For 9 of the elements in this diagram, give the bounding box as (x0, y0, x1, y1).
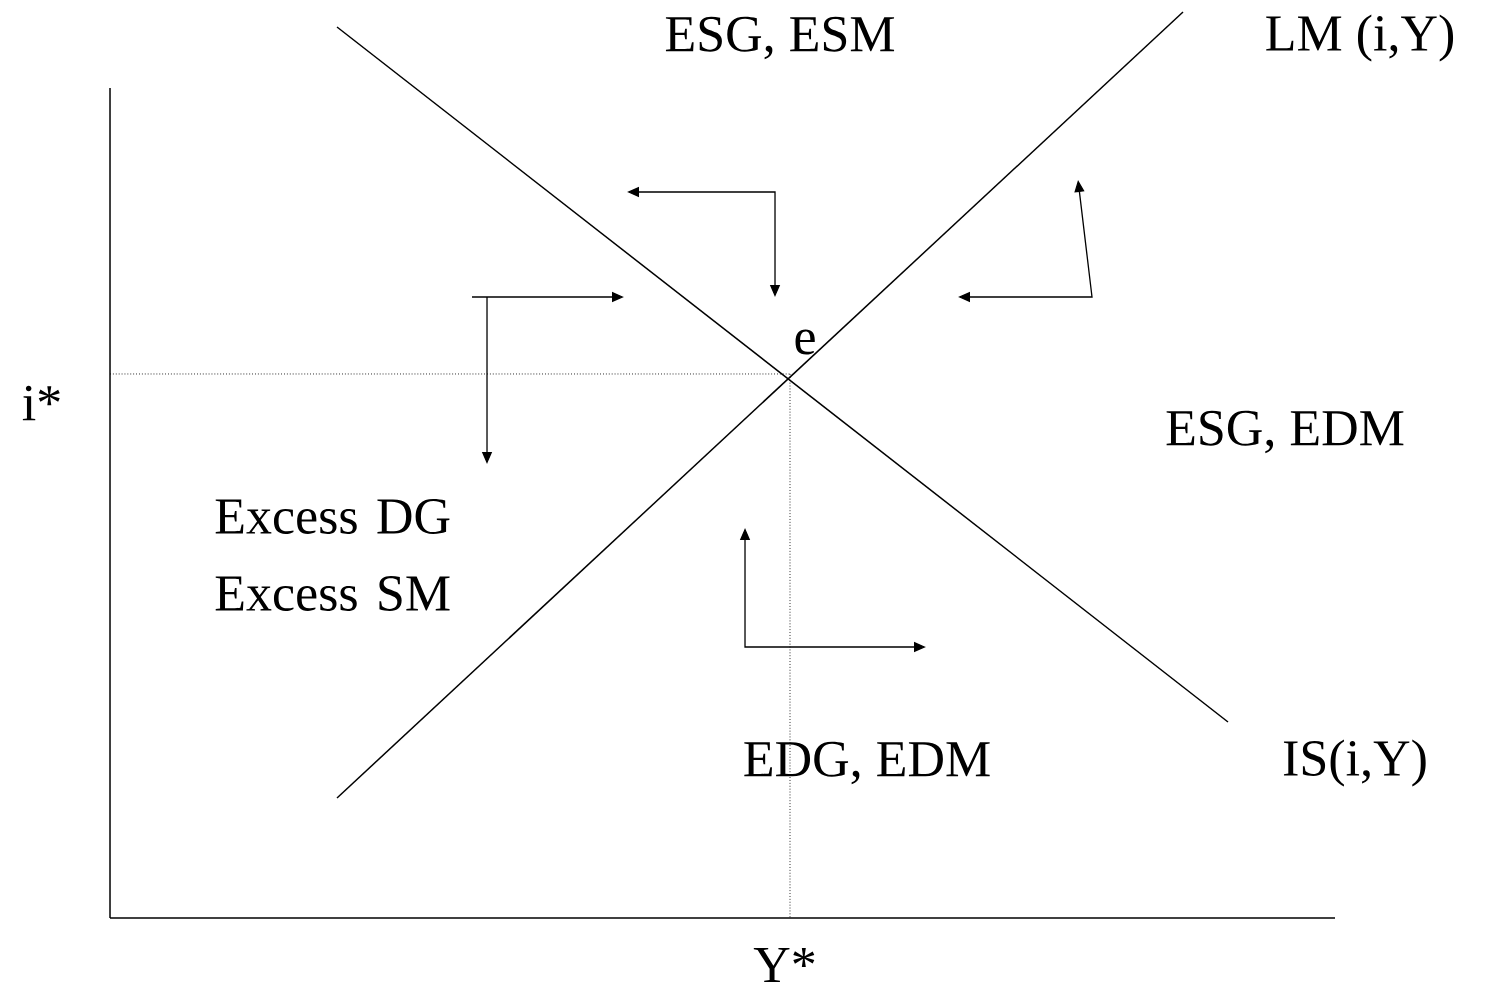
curve-label: IS(i,Y) (1283, 739, 1426, 787)
point-label: e (795, 329, 815, 355)
curve-label: LM (i,Y) (1266, 14, 1454, 62)
region-label: EDG, EDM (744, 741, 990, 785)
axis-label: i* (22, 385, 60, 421)
region-label: Excess DG Excess SM (215, 499, 450, 611)
region-label: ESG, ESM (665, 16, 895, 60)
axis-label: Y* (753, 947, 815, 982)
region-label: ESG, EDM (1166, 410, 1404, 454)
